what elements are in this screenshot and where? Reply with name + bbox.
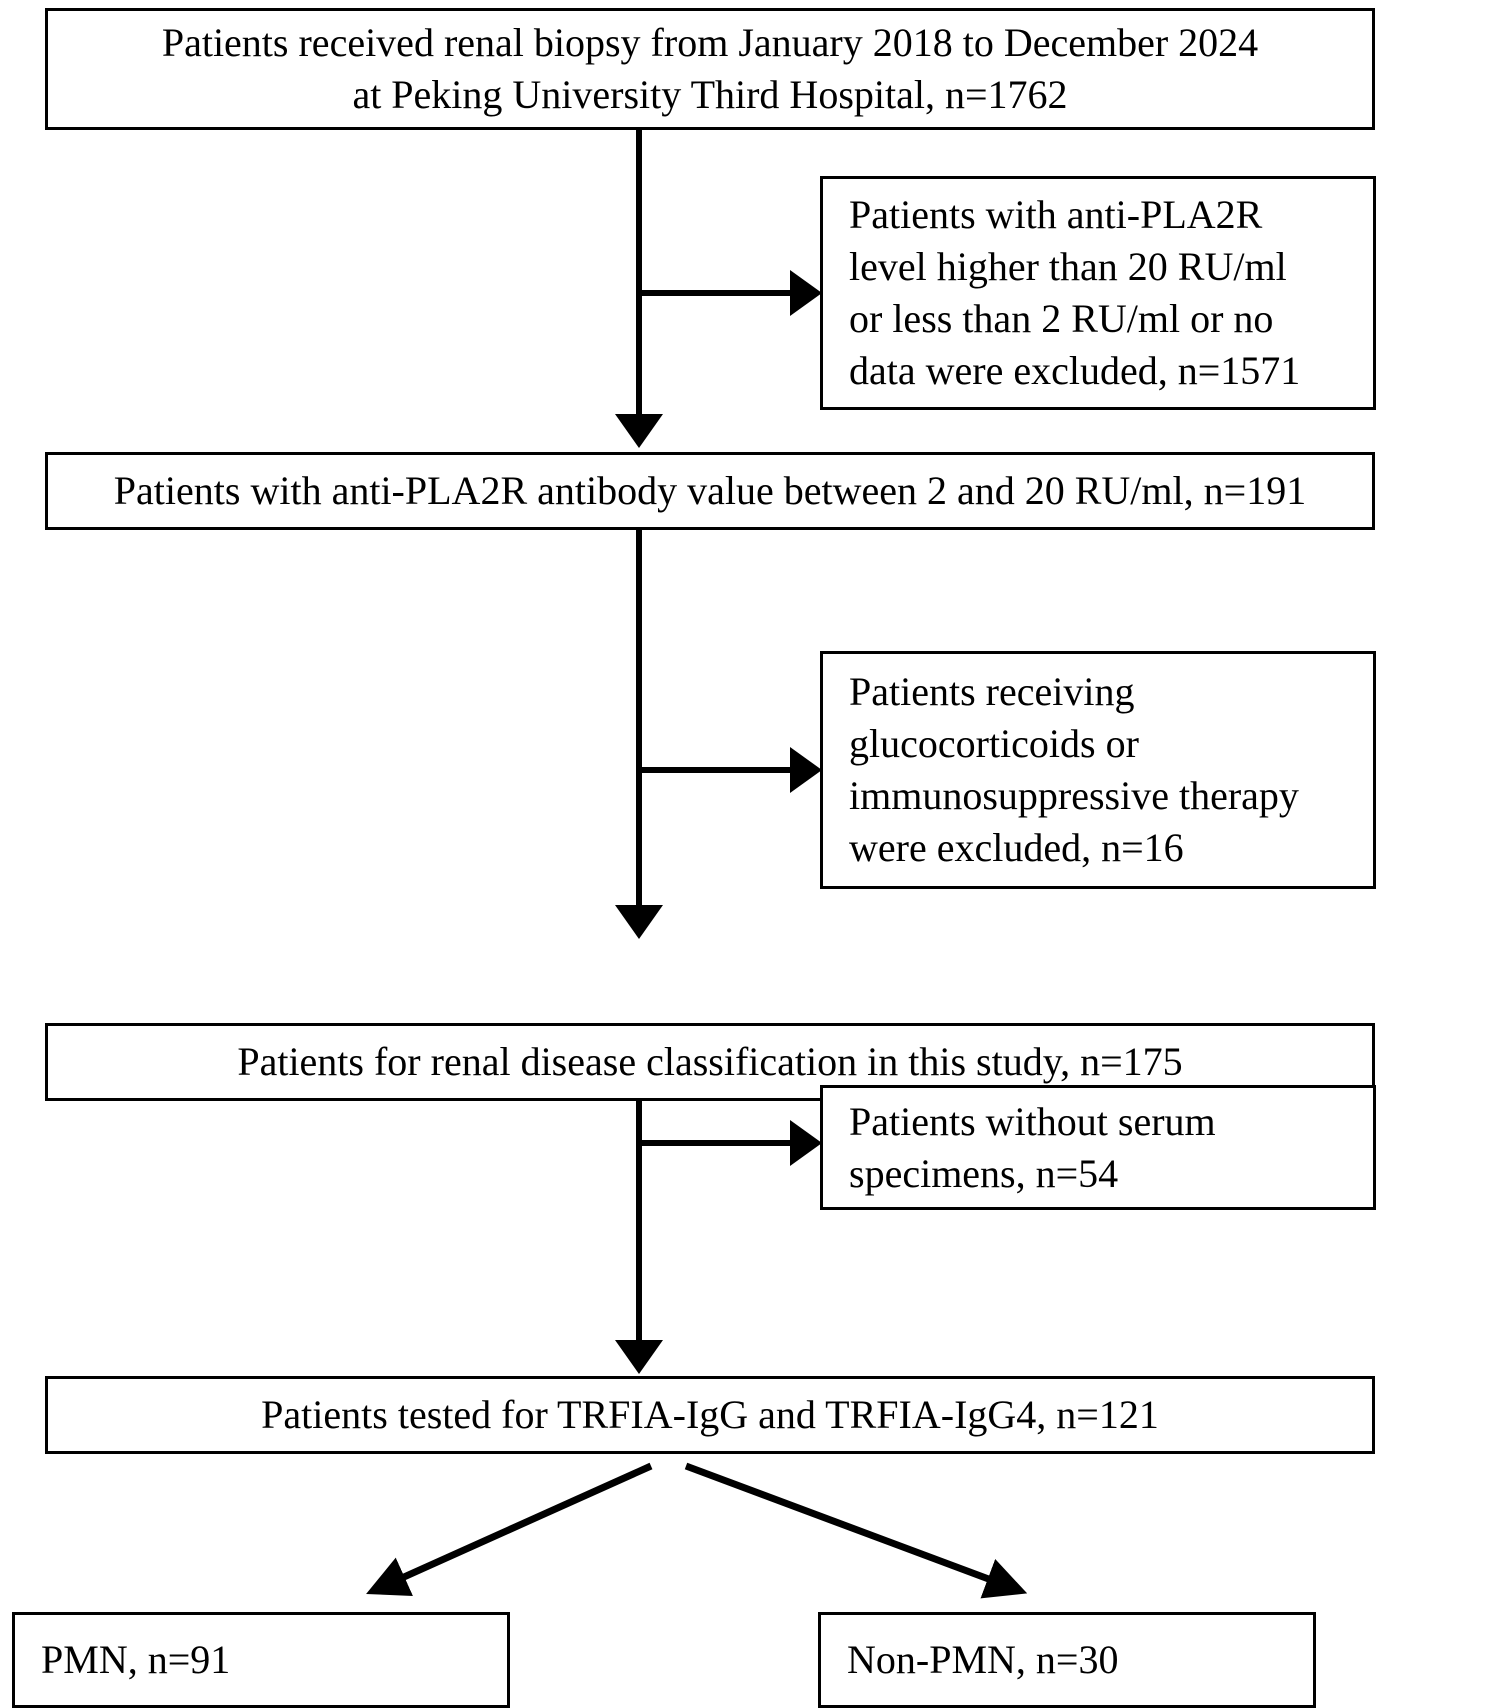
- arrowhead-right-icon: [790, 747, 822, 793]
- connector-to-exclusion-pla2r: [636, 290, 798, 296]
- connector-to-exclusion-immunosuppression: [636, 767, 798, 773]
- node-tested-trfia-label: Patients tested for TRFIA-IgG and TRFIA-…: [261, 1392, 1159, 1437]
- node-excluded-pla2r-label: Patients with anti-PLA2R level higher th…: [849, 192, 1301, 393]
- node-enrolled-patients: Patients received renal biopsy from Janu…: [45, 8, 1375, 130]
- node-enrolled-label: Patients received renal biopsy from Janu…: [161, 20, 1259, 117]
- node-renal-disease-classification-label: Patients for renal disease classificatio…: [237, 1039, 1183, 1084]
- diagonal-arrow-to-non-pmn: [684, 1462, 1028, 1599]
- arrowhead-right-icon: [790, 1120, 822, 1166]
- arrowhead-down-icon: [615, 414, 663, 448]
- node-excluded-no-serum-label: Patients without serum specimens, n=54: [849, 1098, 1216, 1196]
- connector-to-exclusion-serum: [636, 1140, 798, 1146]
- node-outcome-pmn: PMN, n=91: [12, 1612, 510, 1708]
- arrowhead-down-icon: [615, 905, 663, 939]
- node-outcome-non-pmn-label: Non-PMN, n=30: [847, 1637, 1119, 1682]
- arrowhead-down-icon: [615, 1340, 663, 1374]
- node-outcome-pmn-label: PMN, n=91: [41, 1637, 231, 1682]
- node-excluded-no-serum: Patients without serum specimens, n=54: [820, 1085, 1376, 1210]
- node-excluded-immunosuppression-label: Patients receiving glucocorticoids or im…: [849, 669, 1299, 870]
- node-pla2r-between-2-and-20: Patients with anti-PLA2R antibody value …: [45, 452, 1375, 530]
- node-excluded-pla2r-level: Patients with anti-PLA2R level higher th…: [820, 176, 1376, 410]
- node-outcome-non-pmn: Non-PMN, n=30: [818, 1612, 1316, 1708]
- connector-enrolled-to-between: [636, 128, 642, 424]
- node-pla2r-between-label: Patients with anti-PLA2R antibody value …: [113, 468, 1307, 513]
- diagonal-arrow-to-pmn: [366, 1462, 653, 1596]
- split-arrows-group: [366, 1462, 1028, 1599]
- arrowhead-right-icon: [790, 270, 822, 316]
- connector-between-to-classified: [636, 530, 642, 913]
- connector-classified-to-tested: [636, 1101, 642, 1347]
- node-renal-disease-classification: Patients for renal disease classificatio…: [45, 1023, 1375, 1101]
- node-tested-trfia: Patients tested for TRFIA-IgG and TRFIA-…: [45, 1376, 1375, 1454]
- node-excluded-immunosuppression: Patients receiving glucocorticoids or im…: [820, 651, 1376, 889]
